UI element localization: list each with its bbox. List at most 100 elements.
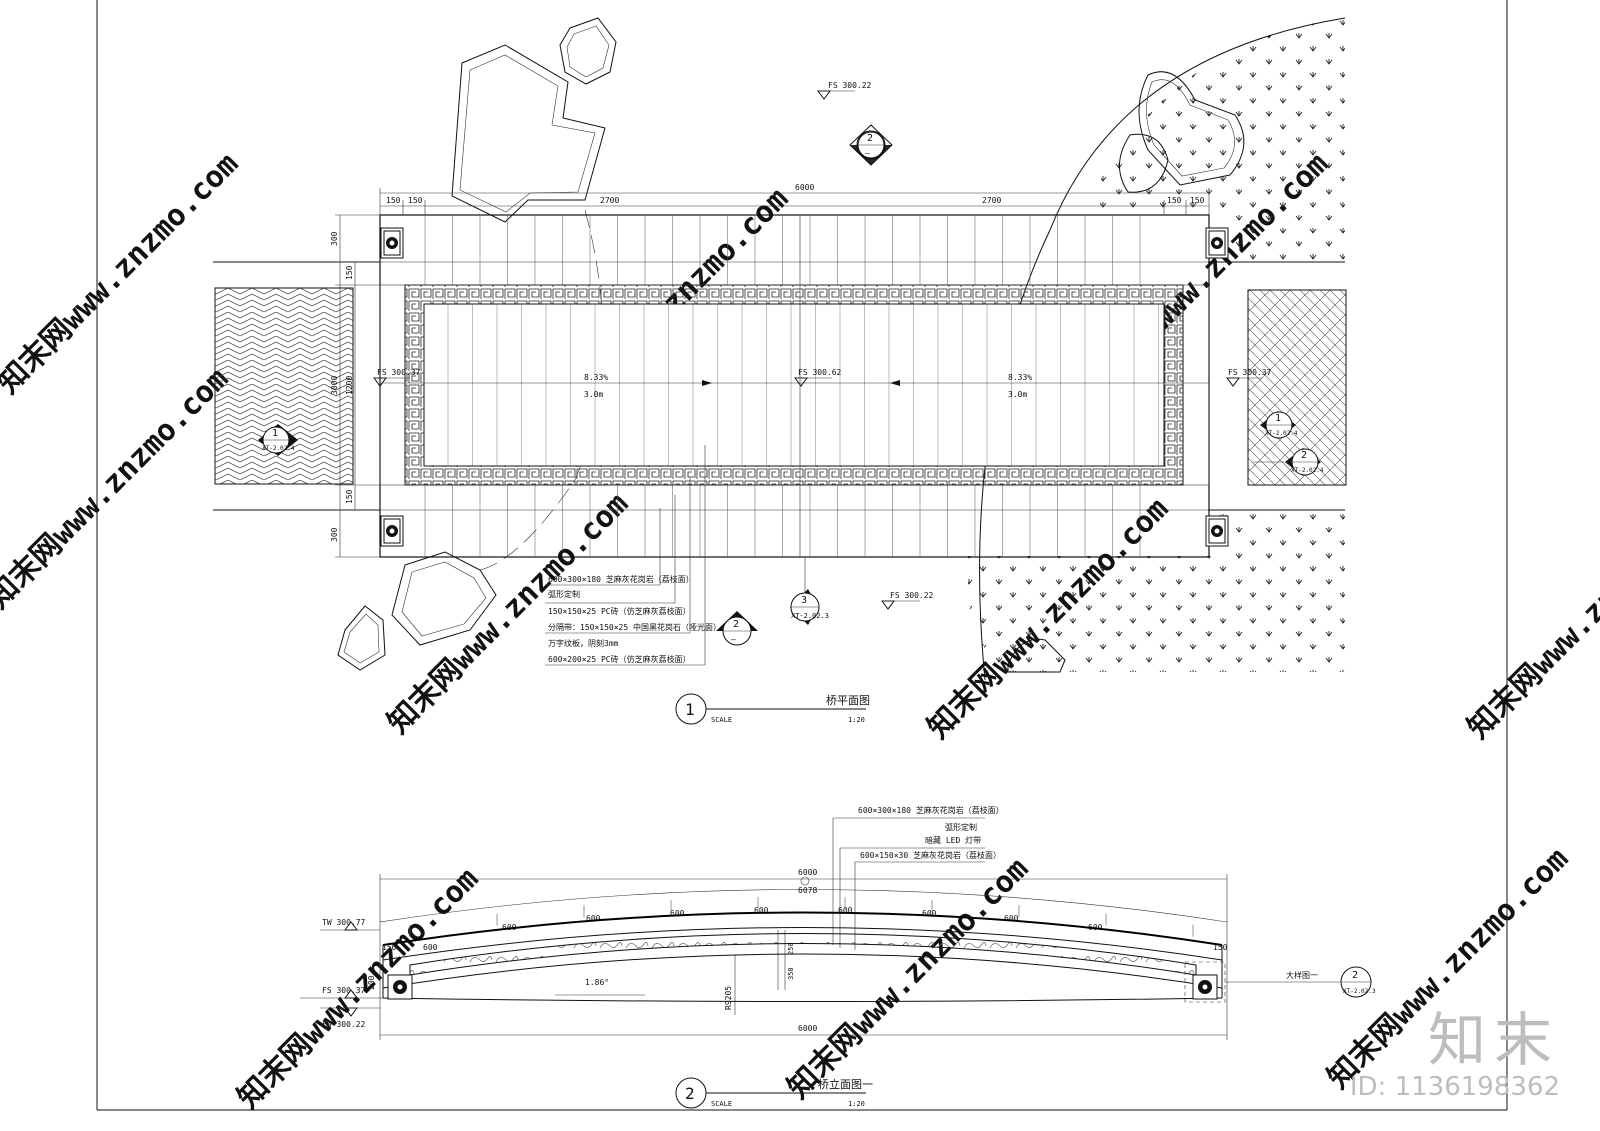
detail-number: 2	[1352, 970, 1358, 981]
svg-text:FS 300.22: FS 300.22	[828, 81, 872, 90]
elevation-callout: 600×150×30 芝麻灰花岗岩（荔枝面）	[860, 850, 1001, 860]
dim-left: 3000	[330, 376, 339, 395]
level-fs: FS 300.37	[322, 986, 366, 995]
lawn-lower-right-band	[1212, 510, 1345, 556]
segment-label: 600	[922, 909, 937, 918]
slope-arrows: 8.33% 3.0m 8.33% 3.0m	[380, 215, 1209, 557]
level-fs: FS 300.22	[322, 1020, 366, 1029]
section-mark: 1 XT-2.02.4	[258, 424, 298, 456]
deck-joints	[424, 215, 1141, 557]
svg-text:—: —	[731, 635, 736, 644]
svg-text:FS 300.62: FS 300.62	[798, 368, 842, 377]
brand-mark: 知末 ID: 1136198362	[1350, 1008, 1560, 1102]
elevation-callout: 暗藏 LED 灯带	[925, 835, 981, 845]
svg-text:—: —	[865, 149, 870, 158]
segment-label: 600	[1004, 914, 1019, 923]
svg-text:FS 300.37: FS 300.37	[1228, 368, 1272, 377]
corner-post-bottom-right	[1205, 515, 1229, 547]
watermark-text: 知末网www.znzmo.com	[0, 361, 235, 615]
rock-upper-right	[1138, 71, 1245, 186]
elevation-radius: R9205	[724, 986, 733, 1010]
dim-top: 6000	[795, 183, 814, 192]
segment-label: 600	[838, 906, 853, 915]
svg-text:1: 1	[272, 428, 278, 439]
dim-left: 300	[330, 231, 339, 246]
elevation-callout: 弧形定制	[945, 822, 977, 832]
elevation-height: 250	[787, 942, 795, 955]
slope-grade: 8.33%	[584, 373, 608, 382]
plan-callout: 150×150×25 PC砖（仿芝麻灰荔枝面）	[548, 606, 691, 616]
dim-top: 150	[386, 196, 401, 205]
dim-top: 2700	[982, 196, 1001, 205]
segment-label: 600	[670, 909, 685, 918]
corner-post-bottom-left	[380, 515, 404, 547]
elevation-title-name: 桥立面图一	[818, 1077, 873, 1091]
plan-callout: 600×300×180 芝麻灰花岗岩（荔枝面）	[548, 574, 694, 584]
plan-title-block: 1 桥平面图 SCALE 1:20	[675, 693, 870, 725]
sheet-border	[96, 0, 1508, 1111]
elevation-dim-total-bottom: 6000	[798, 1024, 817, 1033]
elevation-title-block: 2 桥立面图一 SCALE 1:20	[675, 1077, 873, 1109]
rock-upper-left	[451, 44, 606, 223]
dim-left: 300	[330, 527, 339, 542]
elevation-dim-end: 150	[382, 943, 397, 952]
elevation-dim-end: 150	[1213, 943, 1228, 952]
bridge-elevation	[382, 896, 1226, 1003]
level-mark-right: FS 300.37	[1226, 368, 1272, 387]
svg-text:3: 3	[801, 595, 807, 606]
corner-post-top-right	[1205, 227, 1229, 259]
lawn-upper-right-band	[1212, 215, 1345, 262]
dim-top: 2700	[600, 196, 619, 205]
slope-grade: 8.33%	[1008, 373, 1032, 382]
dim-left: 150	[345, 489, 354, 504]
svg-text:XT-2.02.4: XT-2.02.4	[262, 445, 295, 452]
section-mark: 2 XT-2.02.4	[1253, 448, 1324, 476]
level-mark-left: FS 300.37	[373, 368, 421, 387]
plan-callout: 万字纹板，阴刻3mm	[548, 638, 619, 648]
elevation-scale-label: SCALE	[711, 1100, 732, 1108]
dim-top: 150	[1190, 196, 1205, 205]
corner-post-top-left	[380, 227, 404, 259]
detail-reference: 大样图一 2 XT-2.02.3	[1225, 966, 1376, 998]
section-mark: 1 XT-2.02.4	[1260, 411, 1298, 439]
paving-left-herringbone	[214, 287, 354, 485]
plan-dimension-top: 150 150 2700 6000 2700 150 150	[379, 183, 1210, 215]
elevation-dim-height: 200	[367, 975, 376, 990]
elevation-view: 600×300×180 芝麻灰花岗岩（荔枝面） 弧形定制 暗藏 LED 灯带 6…	[300, 805, 1376, 1109]
plan-callout: 分隔带：150×150×25 中国黑花岗石（哑光面）	[548, 622, 721, 632]
plan-callouts: 600×300×180 芝麻灰花岗岩（荔枝面） 弧形定制 150×150×25 …	[545, 445, 721, 666]
elevation-dim-total: 6000	[798, 868, 817, 877]
dim-top: 150	[1167, 196, 1182, 205]
lawn-upper-right	[1095, 18, 1345, 215]
dim-left: 150	[345, 265, 354, 280]
section-mark: 2 —	[849, 124, 893, 166]
rock-lower-left-small	[337, 605, 386, 671]
rock-right-small	[1119, 133, 1169, 193]
svg-text:FS 300.37: FS 300.37	[377, 368, 421, 377]
detail-sheet: XT-2.02.3	[1343, 988, 1376, 995]
level-mark-top: FS 300.22	[817, 81, 872, 100]
level-mark-bottom: FS 300.22	[881, 591, 934, 610]
elevation-angle: 1.86°	[585, 978, 609, 987]
rock-top	[559, 17, 617, 85]
slope-length: 3.0m	[1008, 390, 1027, 399]
section-mark: 3 XT-2.02.3	[790, 557, 829, 625]
brand-id: ID: 1136198362	[1349, 1072, 1560, 1102]
detail-label: 大样图一	[1286, 970, 1318, 980]
elevation-dim-arc: 6078	[798, 886, 817, 895]
svg-text:XT-2.02.3: XT-2.02.3	[791, 612, 829, 620]
elevation-levels: TW 300.77 FS 300.37 FS 300.22	[300, 918, 383, 1029]
level-mark-center: FS 300.62	[794, 368, 842, 387]
dim-left-inner: 1200	[345, 376, 354, 395]
plan-title-name: 桥平面图	[826, 694, 870, 707]
lawn-lower-right	[968, 556, 1345, 672]
dim-top: 150	[408, 196, 423, 205]
plan-view: 150 150 2700 6000 2700 150 150 300 150 3…	[213, 17, 1347, 725]
level-marks: FS 300.22 FS 300.37 FS 300.62 FS 300.37 …	[373, 81, 1272, 610]
segment-label: 600	[754, 906, 769, 915]
segment-ticks	[409, 896, 1194, 937]
plan-callout: 600×200×25 PC砖（仿芝麻灰荔枝面）	[548, 654, 691, 664]
elevation-callouts: 600×300×180 芝麻灰花岗岩（荔枝面） 弧形定制 暗藏 LED 灯带 6…	[832, 805, 1004, 950]
segment-label: 600	[586, 914, 601, 923]
